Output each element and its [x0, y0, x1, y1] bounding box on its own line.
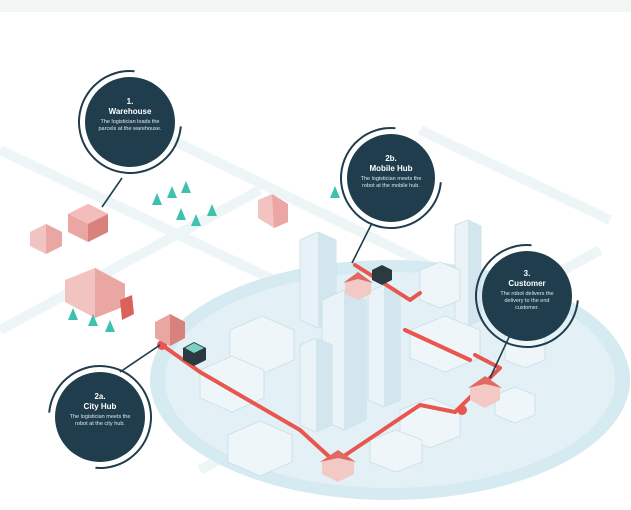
house-icon: [343, 272, 373, 300]
mobile-hub-description: The logistician meets the robot at the m…: [360, 176, 422, 189]
trees: [68, 181, 340, 332]
city-hub-callout: 2a. City Hub The logistician meets the r…: [55, 372, 145, 462]
customer-description: The robot delivers the delivery to the e…: [500, 291, 554, 311]
city-hub-step-number: 2a.: [94, 392, 106, 401]
large-truck-icon: [65, 268, 134, 320]
warehouse-step-number: 1.: [126, 97, 134, 106]
mobile-hub-title: Mobile Hub: [369, 164, 413, 173]
warehouse-description: The logistician loads the parcels at the…: [98, 119, 162, 132]
customer-step-number: 3.: [523, 269, 531, 278]
delivery-robot-icon: [183, 342, 206, 366]
city-hub-title: City Hub: [83, 402, 117, 411]
house-icon: [468, 376, 502, 408]
buildings: [199, 219, 546, 477]
warehouse-building-icon: [30, 204, 108, 254]
mobile-hub-step-number: 2b.: [385, 154, 397, 163]
delivery-robot-icon: [372, 265, 392, 285]
house-icon: [320, 450, 356, 482]
callout-pointers: [101, 177, 511, 379]
van-icon: [258, 194, 288, 228]
mobile-hub-callout: 2b. Mobile Hub The logistician meets the…: [347, 134, 435, 222]
city-hub-description: The logistician meets the robot at the c…: [69, 414, 131, 427]
warehouse-callout: 1. Warehouse The logistician loads the p…: [85, 77, 175, 167]
customer-title: Customer: [508, 279, 546, 288]
city-hub-building-icon: [155, 314, 185, 346]
warehouse-title: Warehouse: [108, 107, 152, 116]
customer-marker: [457, 405, 467, 415]
customer-callout: 3. Customer The robot delivers the deliv…: [482, 251, 572, 341]
top-bar: [0, 0, 631, 12]
